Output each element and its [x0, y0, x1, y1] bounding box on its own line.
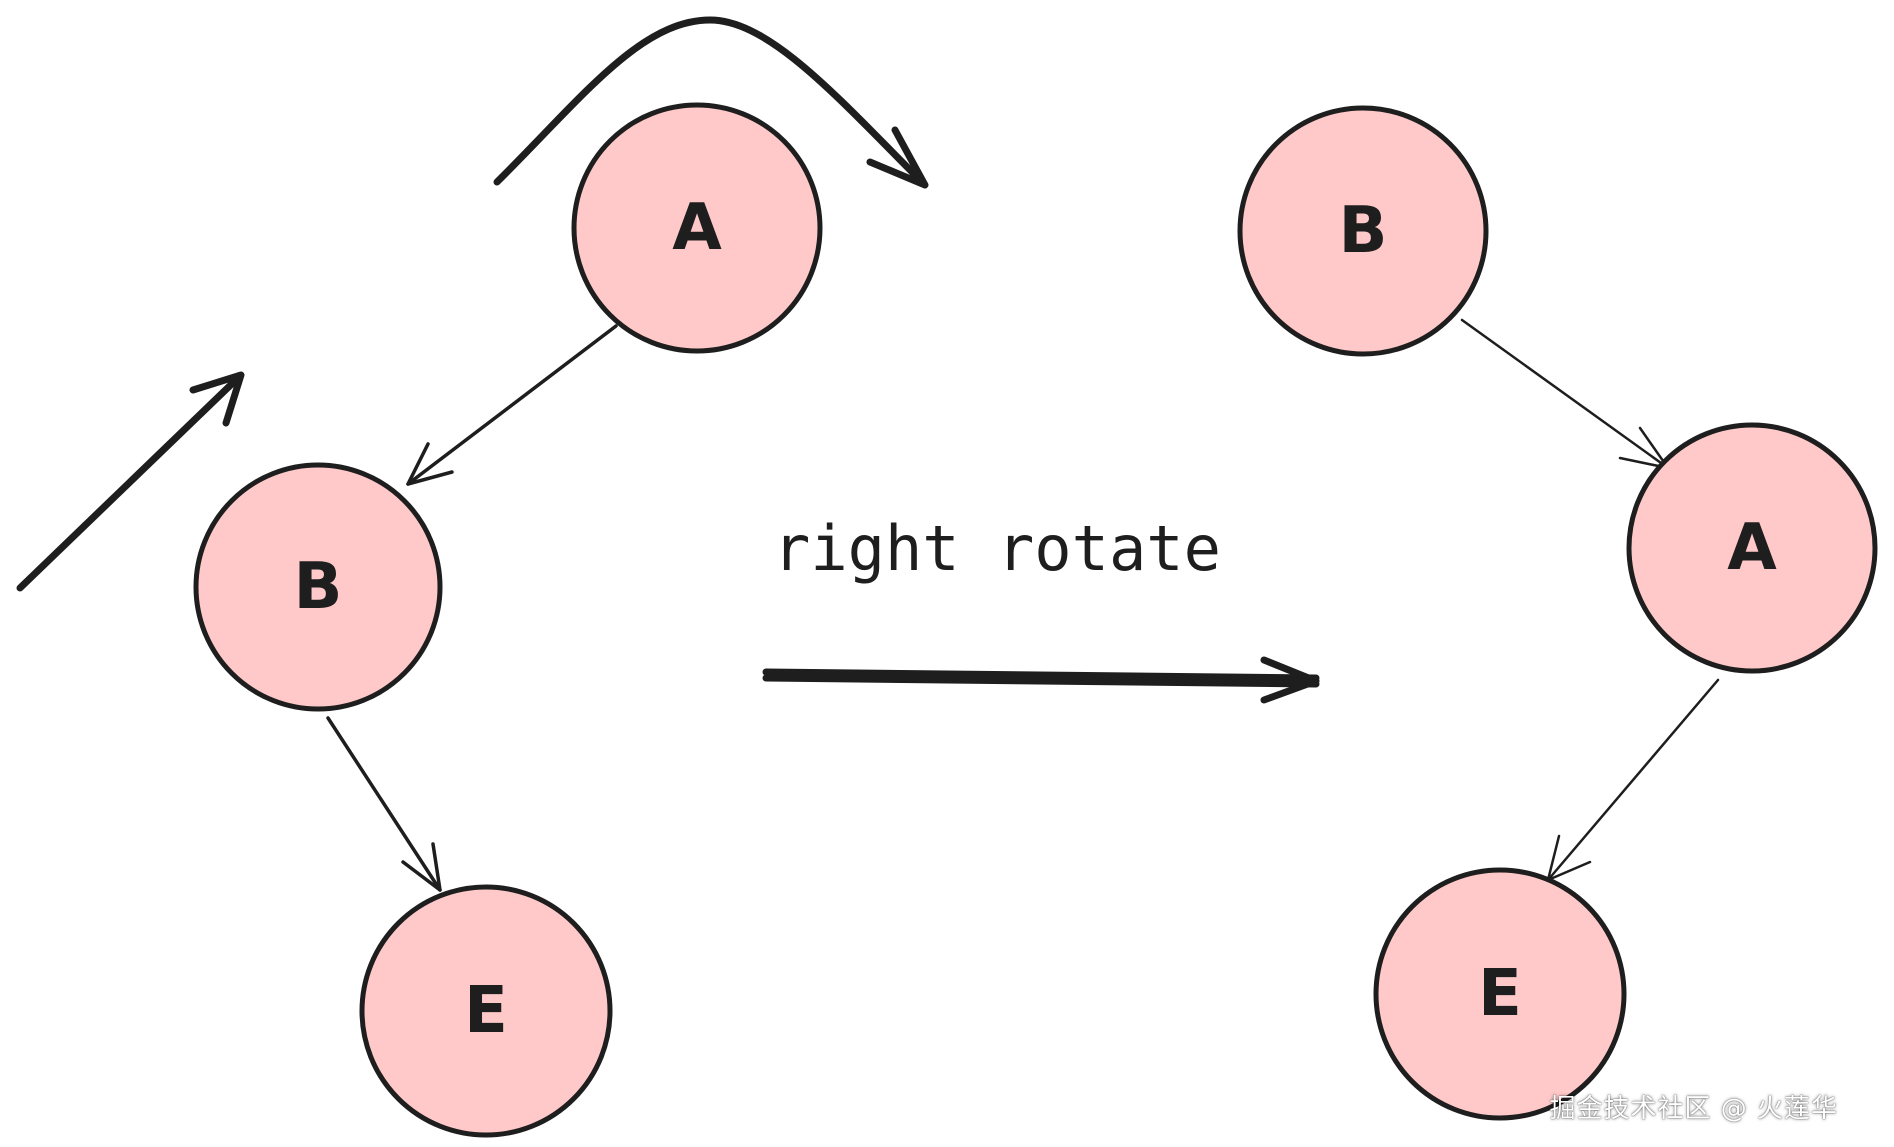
node-b-after: B: [1237, 105, 1489, 357]
rotation-curve-arrow: [493, 16, 929, 189]
node-a-before: A: [571, 102, 823, 354]
rotation-caption: right rotate: [773, 512, 1221, 585]
edge-b-to-a-after: [1460, 318, 1671, 470]
watermark: 掘金技术社区 @ 火莲华: [1549, 1094, 1838, 1124]
node-e-after: E: [1373, 867, 1627, 1121]
node-a-after: A: [1626, 422, 1878, 674]
node-label: B: [1339, 194, 1388, 268]
transform-arrow: [762, 656, 1320, 704]
upward-diagonal-arrow: [16, 371, 245, 592]
node-label: A: [1727, 511, 1777, 585]
node-label: B: [294, 550, 343, 624]
edge-a-to-b-before: [406, 324, 618, 486]
node-label: E: [464, 974, 508, 1048]
node-label: A: [672, 191, 722, 265]
node-label: E: [1478, 957, 1522, 1031]
edge-b-to-e-before: [326, 716, 442, 892]
node-e-before: E: [359, 884, 613, 1138]
node-b-before: B: [193, 462, 443, 712]
edge-a-to-e-after: [1546, 678, 1720, 883]
